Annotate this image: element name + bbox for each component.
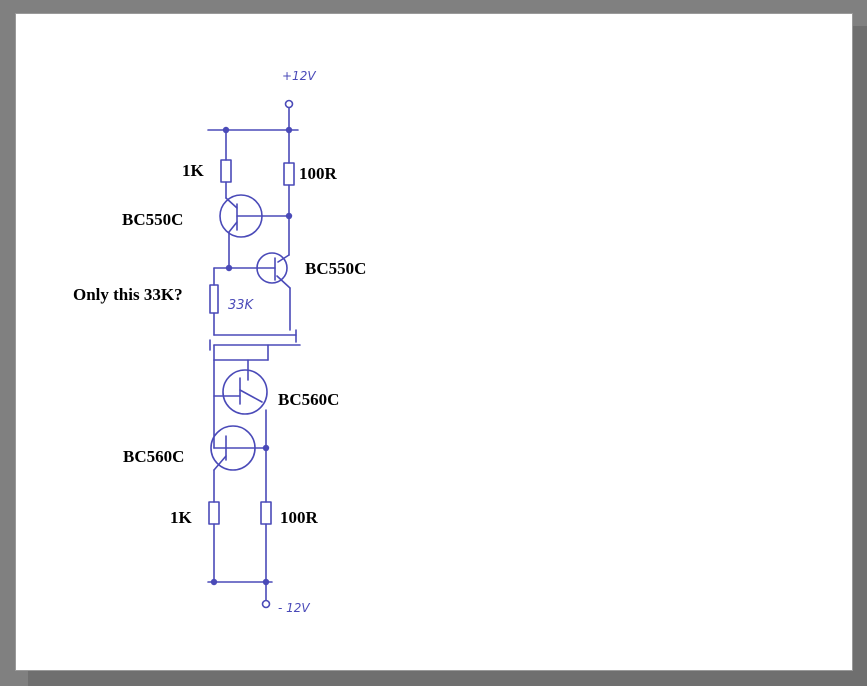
label-transistor-q3: BC560C — [278, 390, 340, 409]
junction-dots — [210, 126, 293, 586]
resistor-33k-value: 33K — [228, 298, 255, 313]
negative-terminal — [261, 599, 271, 609]
transistor-q3 — [222, 369, 268, 415]
label-resistor-100r-bottom: 100R — [280, 508, 318, 527]
label-transistor-q4: BC560C — [123, 447, 185, 466]
image-canvas — [16, 14, 852, 670]
supply-negative-label: - 12V — [278, 601, 310, 615]
label-transistor-q2: BC550C — [305, 259, 367, 278]
window-shadow-bottom — [28, 670, 867, 686]
resistor-1k-bottom — [208, 501, 220, 525]
positive-terminal — [284, 99, 294, 109]
label-resistor-1k-top: 1K — [182, 161, 204, 180]
resistor-100r-top — [283, 162, 295, 186]
resistor-1k-top — [220, 159, 232, 183]
supply-positive-label: +12V — [282, 69, 316, 83]
resistor-33k — [209, 284, 219, 314]
label-question: Only this 33K? — [73, 285, 183, 304]
label-transistor-q1: BC550C — [122, 210, 184, 229]
resistor-100r-bottom — [260, 501, 272, 525]
label-resistor-1k-bottom: 1K — [170, 508, 192, 527]
window-shadow-right — [852, 26, 867, 682]
label-resistor-100r-top: 100R — [299, 164, 337, 183]
